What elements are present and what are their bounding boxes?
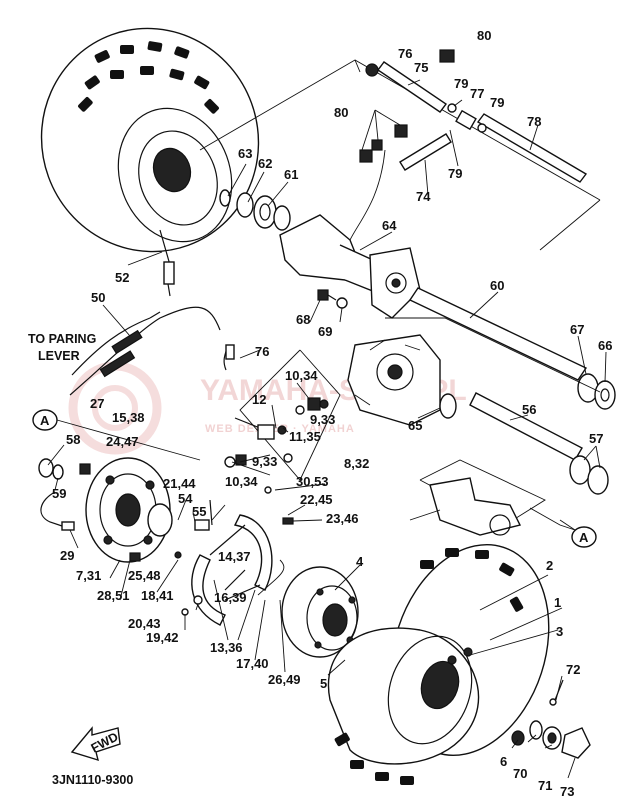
callout-80-mid: 80 xyxy=(334,105,348,120)
callout-63: 63 xyxy=(238,146,252,161)
callout-13-36: 13,36 xyxy=(210,640,243,655)
callout-24-47: 24,47 xyxy=(106,434,139,449)
callout-21-44: 21,44 xyxy=(163,476,196,491)
callout-79-b: 79 xyxy=(490,95,504,110)
callout-28-51: 28,51 xyxy=(97,588,130,603)
callout-19-42: 19,42 xyxy=(146,630,179,645)
callout-80-top: 80 xyxy=(477,28,491,43)
callout-17-40: 17,40 xyxy=(236,656,269,671)
callout-52: 52 xyxy=(115,270,129,285)
callout-76-mid: 76 xyxy=(255,344,269,359)
callout-61: 61 xyxy=(284,167,298,182)
callout-29: 29 xyxy=(60,548,74,563)
callout-72: 72 xyxy=(566,662,580,677)
ref-a-markers: A A xyxy=(32,409,597,548)
callout-68: 68 xyxy=(296,312,310,327)
note-lever-line2: LEVER xyxy=(38,349,80,363)
ref-a-left: A xyxy=(40,413,50,428)
callout-25-48: 25,48 xyxy=(128,568,161,583)
ref-a-right: A xyxy=(579,530,589,545)
final-gear xyxy=(347,317,609,531)
brake-cables xyxy=(69,306,235,396)
axle-nuts xyxy=(511,679,591,759)
callout-5: 5 xyxy=(320,676,327,691)
callout-77: 77 xyxy=(470,86,484,101)
callout-79-a: 79 xyxy=(454,76,468,91)
upper-assembly xyxy=(199,49,601,251)
callout-71: 71 xyxy=(538,778,552,793)
note-lever-line1: TO PARING xyxy=(28,332,96,346)
callout-78: 78 xyxy=(527,114,541,129)
brake-small-parts xyxy=(209,349,341,526)
brake-shoes xyxy=(129,503,285,626)
callout-60: 60 xyxy=(490,278,504,293)
callout-10-34-b: 10,34 xyxy=(225,474,258,489)
callout-62: 62 xyxy=(258,156,272,171)
callout-27: 27 xyxy=(90,396,104,411)
callout-79-c: 79 xyxy=(448,166,462,181)
callout-9-33-b: 9,33 xyxy=(252,454,277,469)
callout-76-top: 76 xyxy=(398,46,412,61)
lower-tire xyxy=(327,544,550,785)
callout-2: 2 xyxy=(546,558,553,573)
callout-12: 12 xyxy=(252,392,266,407)
axle-housing xyxy=(219,149,616,410)
callout-7-31: 7,31 xyxy=(76,568,101,583)
callout-56: 56 xyxy=(522,402,536,417)
leader-lines xyxy=(47,79,607,779)
callout-18-41: 18,41 xyxy=(141,588,174,603)
callout-14-37: 14,37 xyxy=(218,549,251,564)
fwd-text: FWD xyxy=(89,730,121,756)
upper-tire xyxy=(40,27,260,297)
callout-73: 73 xyxy=(560,784,574,799)
fwd-arrow: FWD xyxy=(70,726,121,762)
callout-54: 54 xyxy=(178,491,193,506)
callout-4: 4 xyxy=(356,554,364,569)
callout-20-43: 20,43 xyxy=(128,616,161,631)
callout-6: 6 xyxy=(500,754,507,769)
callout-26-49: 26,49 xyxy=(268,672,301,687)
drawing-code: 3JN1110-9300 xyxy=(52,773,133,787)
callout-64: 64 xyxy=(382,218,397,233)
callout-55: 55 xyxy=(192,504,206,519)
callout-labels: 80 76 75 79 77 79 78 80 79 74 63 62 61 6… xyxy=(52,28,612,799)
callout-66: 66 xyxy=(598,338,612,353)
callout-22-45: 22,45 xyxy=(300,492,333,507)
callout-75: 75 xyxy=(414,60,428,75)
callout-1: 1 xyxy=(554,595,561,610)
callout-10-34-a: 10,34 xyxy=(285,368,318,383)
callout-8-32: 8,32 xyxy=(344,456,369,471)
callout-58: 58 xyxy=(66,432,80,447)
callout-69: 69 xyxy=(318,324,332,339)
callout-9-33-a: 9,33 xyxy=(310,412,335,427)
callout-16-39: 16,39 xyxy=(214,590,247,605)
lower-housing xyxy=(409,459,546,536)
callout-11-35: 11,35 xyxy=(289,429,321,444)
callout-74: 74 xyxy=(416,189,431,204)
callout-15-38: 15,38 xyxy=(112,410,145,425)
brake-panel xyxy=(38,457,171,563)
callout-57: 57 xyxy=(589,431,603,446)
callout-50: 50 xyxy=(91,290,105,305)
callout-67: 67 xyxy=(570,322,584,337)
callout-65: 65 xyxy=(408,418,422,433)
callout-59: 59 xyxy=(52,486,66,501)
callout-3: 3 xyxy=(556,624,563,639)
callout-70: 70 xyxy=(513,766,527,781)
callout-30-53: 30,53 xyxy=(296,474,329,489)
callout-23-46: 23,46 xyxy=(326,511,359,526)
notes: TO PARING LEVER 27 3JN1110-9300 xyxy=(28,332,133,787)
